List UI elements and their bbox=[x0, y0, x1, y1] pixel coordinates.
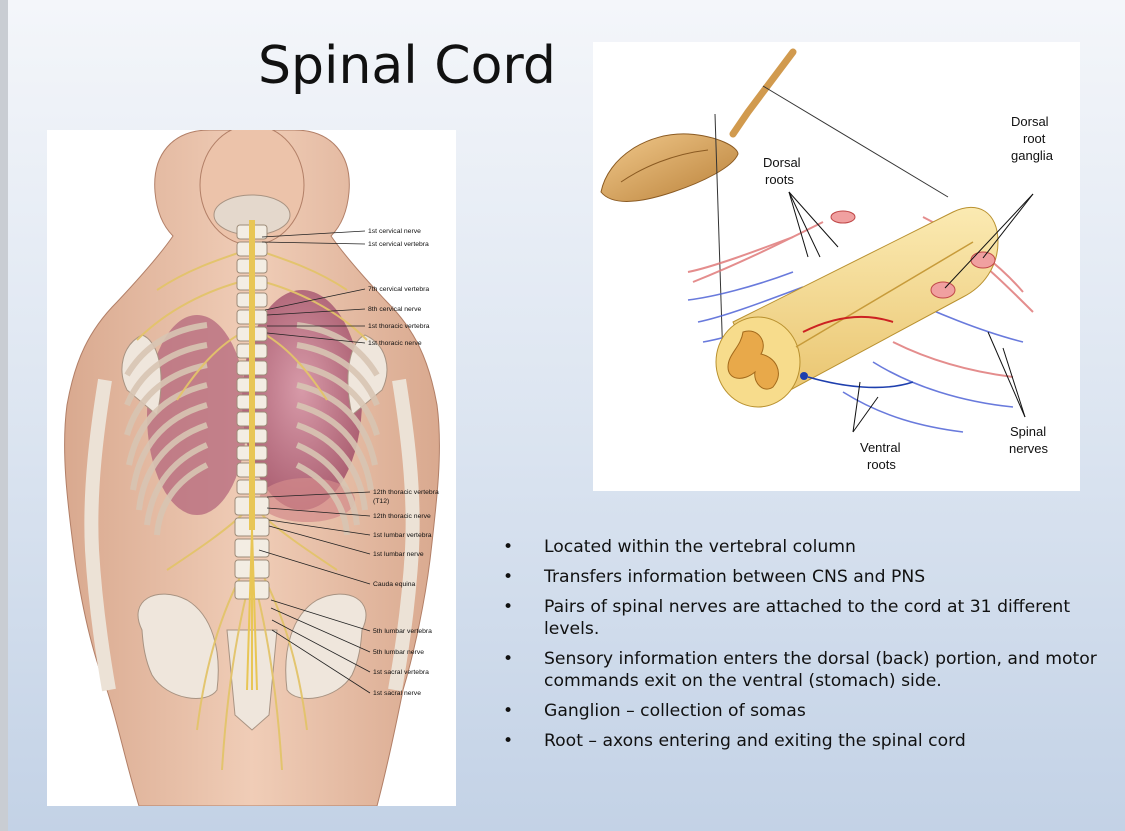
bullet-item: Sensory information enters the dorsal (b… bbox=[495, 648, 1110, 692]
bullet-list: Located within the vertebral column Tran… bbox=[495, 536, 1110, 760]
label-dorsal-roots-line1: Dorsal bbox=[763, 155, 801, 170]
label-dorsal-root-ganglia-line1: Dorsal bbox=[1011, 114, 1049, 129]
bullet-item: Root – axons entering and exiting the sp… bbox=[495, 730, 1110, 752]
bullet-item: Pairs of spinal nerves are attached to t… bbox=[495, 596, 1110, 640]
label-1st-thoracic-nerve: 1st thoracic nerve bbox=[368, 340, 422, 347]
bullet-item: Located within the vertebral column bbox=[495, 536, 1110, 558]
label-spinal-nerves-line2: nerves bbox=[1009, 441, 1049, 456]
spinal-anatomy-figure: 1st cervical nerve 1st cervical vertebra… bbox=[47, 124, 456, 807]
label-1st-sacral-nerve: 1st sacral nerve bbox=[373, 690, 421, 697]
label-12th-thoracic-vertebra: 12th thoracic vertebra bbox=[373, 489, 439, 496]
label-ventral-roots-line1: Ventral bbox=[860, 440, 901, 455]
label-1st-cervical-vertebra: 1st cervical vertebra bbox=[368, 241, 429, 248]
label-cauda-equina: Cauda equina bbox=[373, 581, 416, 588]
spinal-cord-cross-section-figure: Dorsal roots Dorsal root ganglia Ventral… bbox=[593, 42, 1080, 491]
slide-title: Spinal Cord bbox=[258, 36, 556, 96]
label-1st-cervical-nerve: 1st cervical nerve bbox=[368, 228, 421, 235]
cross-section-illustration: Dorsal roots Dorsal root ganglia Ventral… bbox=[600, 48, 1054, 472]
label-7th-cervical-vertebra: 7th cervical vertebra bbox=[368, 286, 429, 293]
label-dorsal-root-ganglia-line2: root bbox=[1023, 131, 1046, 146]
bullet-item: Ganglion – collection of somas bbox=[495, 700, 1110, 722]
spinal-anatomy-illustration: 1st cervical nerve 1st cervical vertebra… bbox=[64, 124, 440, 807]
label-dorsal-root-ganglia-line3: ganglia bbox=[1011, 148, 1054, 163]
label-12th-thoracic-nerve: 12th thoracic nerve bbox=[373, 513, 431, 520]
label-spinal-nerves-line1: Spinal bbox=[1010, 424, 1046, 439]
label-1st-lumbar-nerve: 1st lumbar nerve bbox=[373, 551, 424, 558]
label-5th-lumbar-nerve: 5th lumbar nerve bbox=[373, 649, 424, 656]
label-1st-lumbar-vertebra: 1st lumbar vertebra bbox=[373, 532, 432, 539]
label-1st-sacral-vertebra: 1st sacral vertebra bbox=[373, 669, 429, 676]
label-1st-thoracic-vertebra: 1st thoracic vertebra bbox=[368, 323, 430, 330]
label-8th-cervical-nerve: 8th cervical nerve bbox=[368, 306, 421, 313]
slide-left-border bbox=[0, 0, 8, 831]
label-5th-lumbar-vertebra: 5th lumbar vertebra bbox=[373, 628, 432, 635]
label-ventral-roots-line2: roots bbox=[867, 457, 896, 472]
label-dorsal-roots-line2: roots bbox=[765, 172, 794, 187]
bullet-item: Transfers information between CNS and PN… bbox=[495, 566, 1110, 588]
label-t12: (T12) bbox=[373, 498, 389, 505]
